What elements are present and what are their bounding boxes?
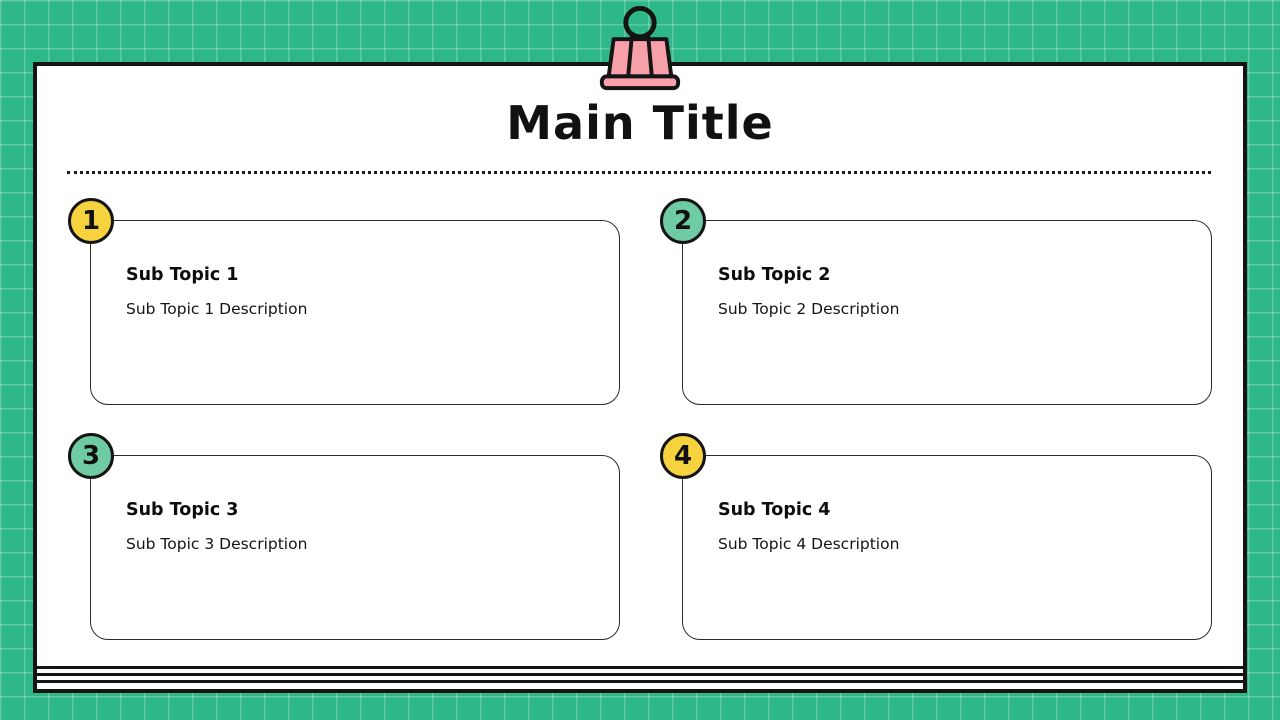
topic-number-badge: 1	[68, 198, 114, 244]
notepad-line	[37, 666, 1243, 669]
topic-box-1: 1 Sub Topic 1 Sub Topic 1 Description	[68, 198, 620, 405]
topic-box-2: 2 Sub Topic 2 Sub Topic 2 Description	[660, 198, 1212, 405]
binder-clip-icon	[599, 5, 681, 91]
notepad-line	[37, 680, 1243, 683]
topic-description: Sub Topic 4 Description	[718, 535, 900, 553]
topic-description: Sub Topic 2 Description	[718, 300, 900, 318]
topic-description: Sub Topic 3 Description	[126, 535, 308, 553]
notepad-line	[37, 673, 1243, 676]
topic-number-badge: 3	[68, 433, 114, 479]
topic-title: Sub Topic 1	[126, 265, 239, 285]
topic-number-badge: 2	[660, 198, 706, 244]
topic-box-4: 4 Sub Topic 4 Sub Topic 4 Description	[660, 433, 1212, 640]
page-title: Main Title	[506, 96, 774, 150]
topic-title: Sub Topic 4	[718, 500, 831, 520]
dotted-divider	[67, 171, 1211, 174]
topic-box-3: 3 Sub Topic 3 Sub Topic 3 Description	[68, 433, 620, 640]
topic-description: Sub Topic 1 Description	[126, 300, 308, 318]
topic-title: Sub Topic 3	[126, 500, 239, 520]
notepad-lines	[37, 662, 1243, 683]
topic-title: Sub Topic 2	[718, 265, 831, 285]
topic-number-badge: 4	[660, 433, 706, 479]
slide-card: Main Title 1 Sub Topic 1 Sub Topic 1 Des…	[33, 62, 1247, 693]
